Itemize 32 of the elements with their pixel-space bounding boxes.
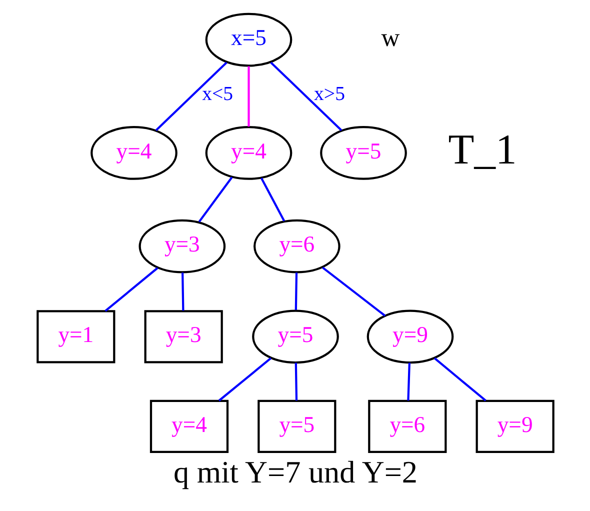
label: T_1 (448, 126, 516, 174)
node-ellipse: x=5 (204, 12, 292, 67)
edge-label: x<5 (202, 83, 233, 106)
node-ellipse: y=4 (204, 126, 292, 180)
connector (181, 272, 184, 311)
node-ellipse: y=9 (366, 310, 454, 364)
connector (198, 176, 232, 222)
node-ellipse: y=6 (253, 219, 340, 274)
connector (321, 266, 386, 317)
node-box: y=3 (144, 310, 222, 364)
connector (260, 178, 285, 222)
node-ellipse: y=5 (320, 126, 406, 180)
node-label: w (380, 23, 400, 52)
connector (294, 272, 298, 310)
node-ellipse: y=4 (90, 126, 177, 180)
connector (406, 362, 410, 401)
connector (154, 62, 227, 132)
connector (218, 357, 272, 402)
connector (247, 66, 250, 127)
connector (104, 267, 158, 312)
node-box: y=6 (368, 400, 446, 453)
node-ellipse: y=3 (138, 219, 226, 274)
node-ellipse: y=5 (252, 310, 338, 364)
connector (433, 357, 486, 402)
caption: q mit Y=7 und Y=2 (172, 454, 418, 490)
node-box: y=4 (149, 400, 228, 453)
edge-label: x>5 (313, 83, 345, 106)
connector (294, 362, 298, 401)
node-box: y=1 (36, 310, 115, 364)
connector (270, 62, 342, 132)
node-box: y=9 (475, 400, 554, 453)
node-box: y=5 (257, 400, 336, 453)
